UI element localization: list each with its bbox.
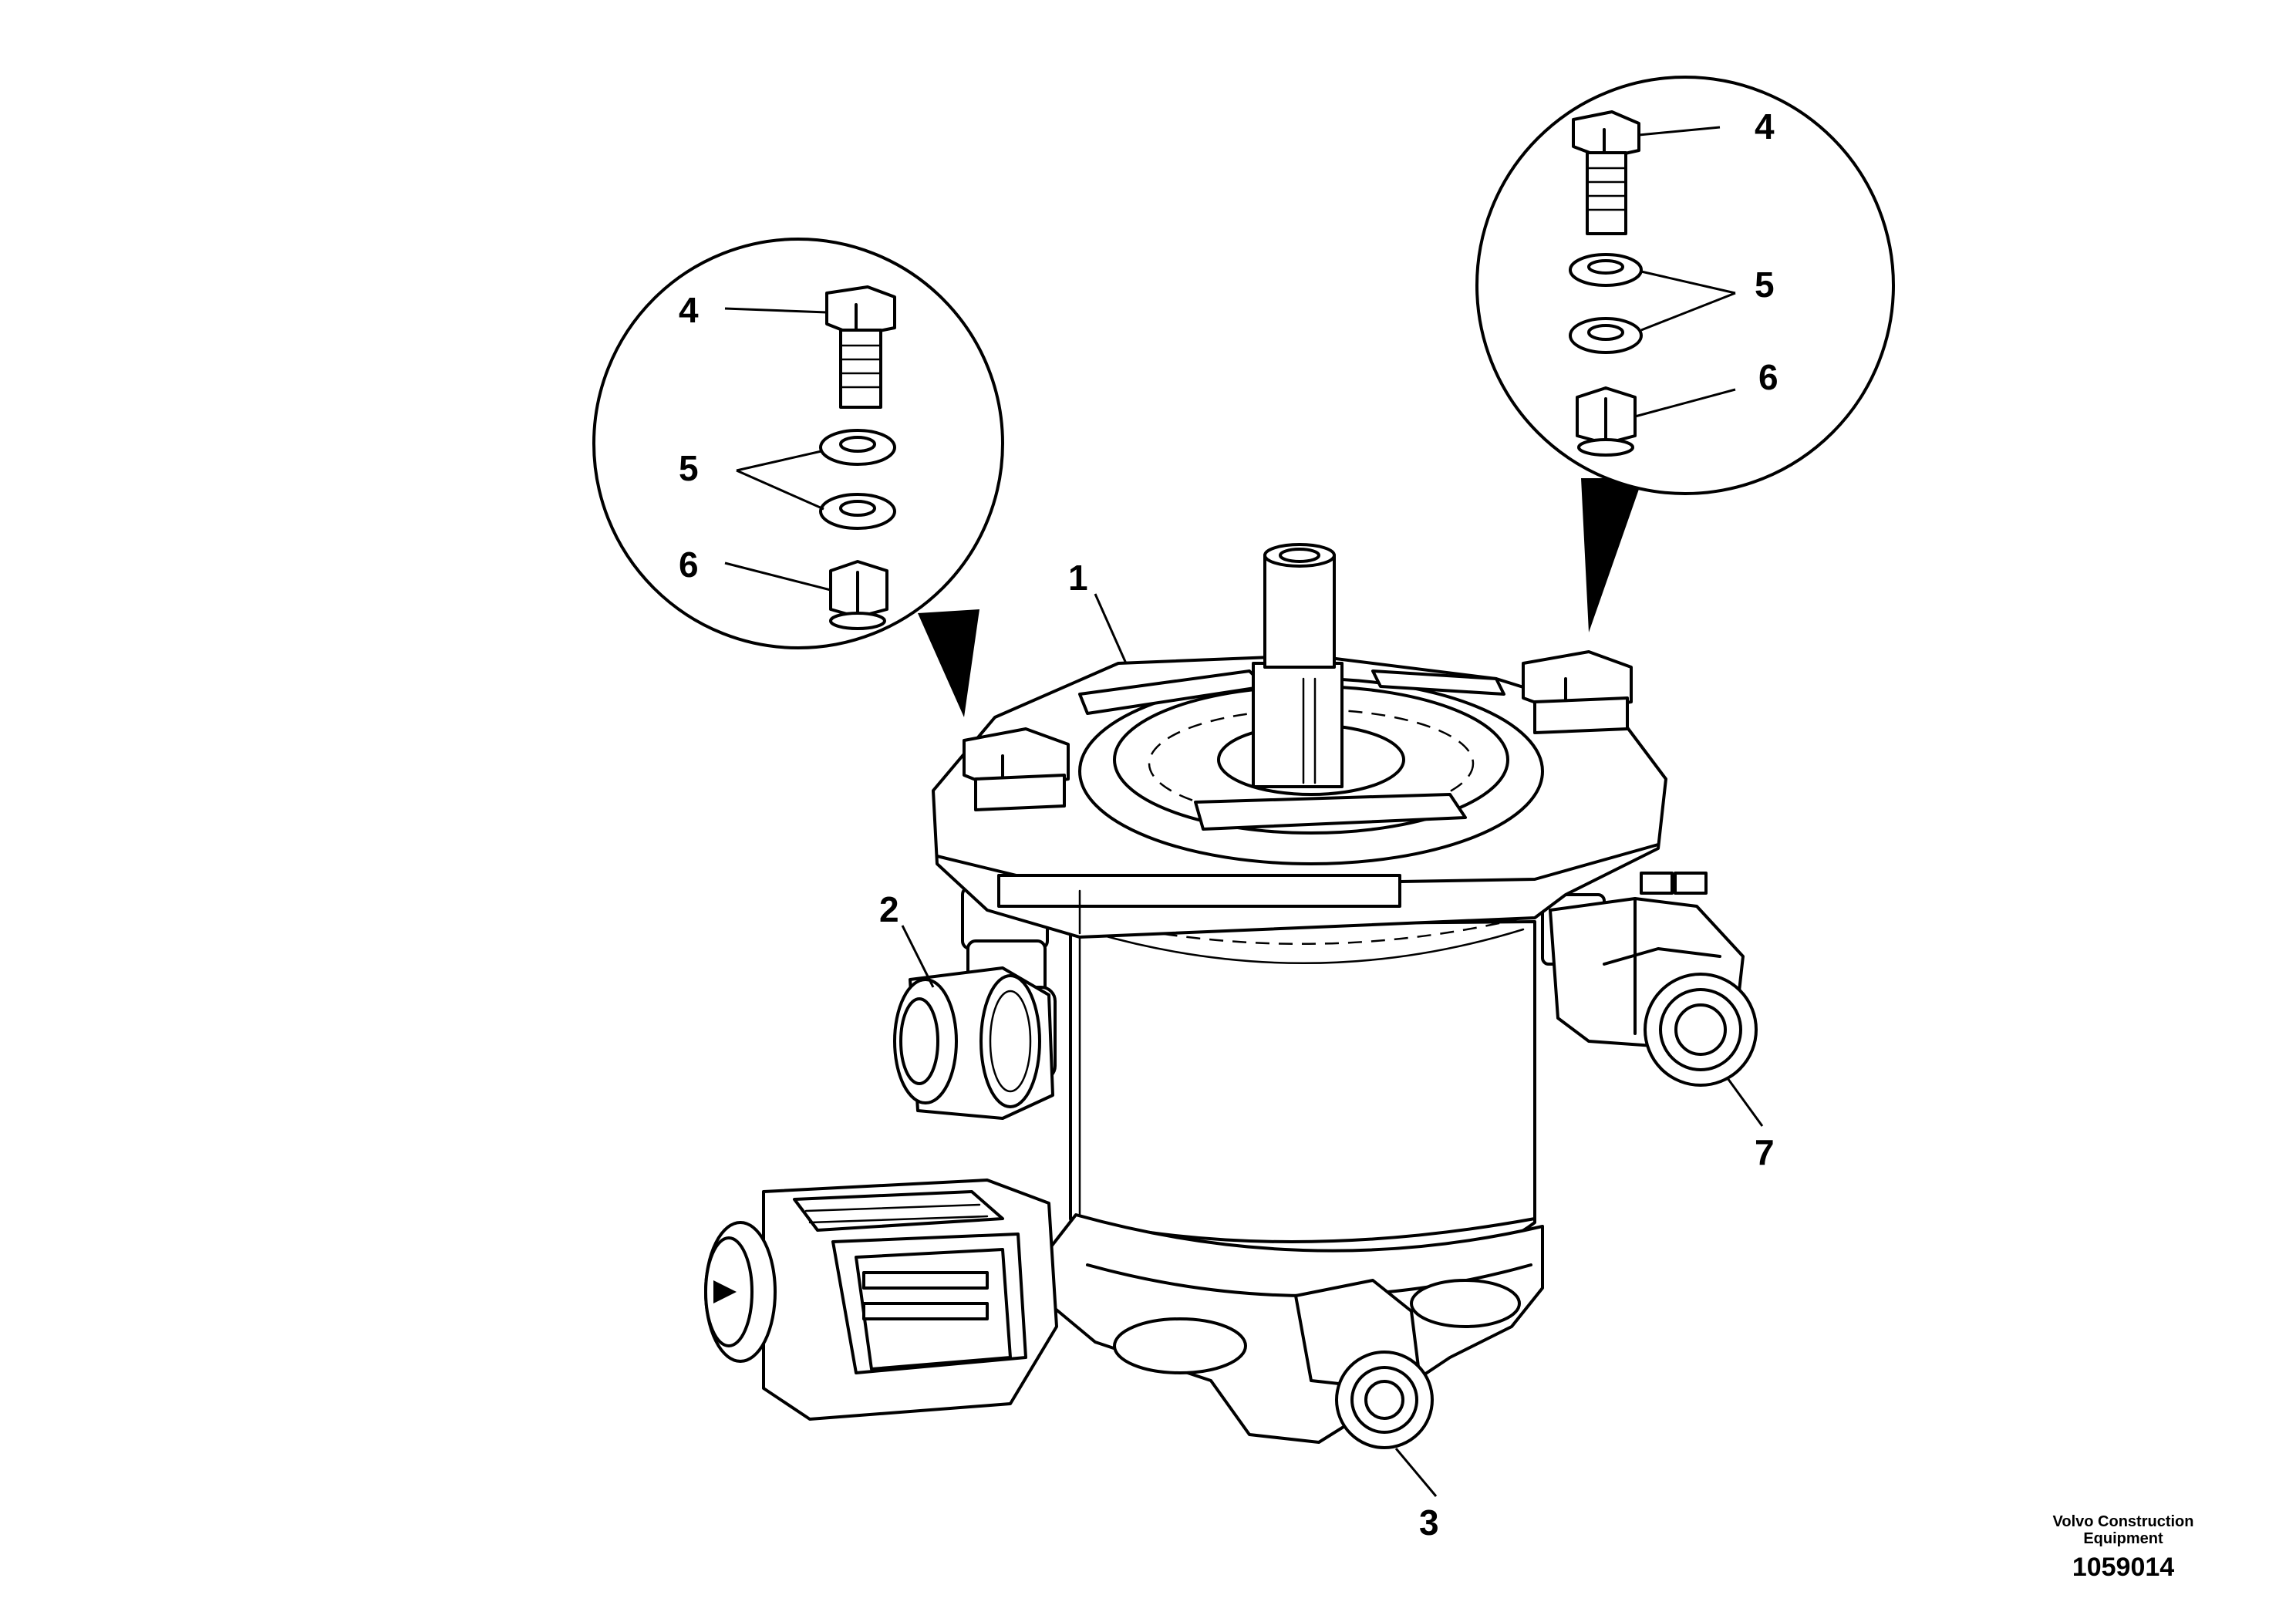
solenoid-valve [704,1179,1058,1421]
bolt-4-left [825,285,896,409]
callout-7: 7 [1755,1132,1775,1172]
callout-5-left: 5 [679,448,699,488]
side-fitting [893,966,1054,1120]
bottom-fitting [1294,1279,1434,1449]
bolt-4-right [1572,110,1640,235]
callout-6-left: 6 [679,545,699,585]
drive-shaft [1252,543,1344,788]
callout-2: 2 [879,889,899,929]
flange-bolt-left [963,727,1070,811]
washer-5b-right [1569,317,1643,354]
washer-5a-right [1569,253,1643,287]
drawing-footer: Volvo Construction Equipment 1059014 [2000,1513,2247,1583]
detail-circle-left [592,238,1004,717]
nut-6-right [1576,386,1637,457]
nut-6-left [829,560,888,630]
callout-4-right: 4 [1755,106,1775,147]
callout-leaders [901,593,1764,1497]
callout-6-right: 6 [1758,357,1778,397]
washer-5b-left [819,493,896,530]
flange-bolt-right [1522,650,1633,734]
detail-circle-right [1475,76,1895,632]
callout-1: 1 [1068,558,1088,598]
callout-3: 3 [1419,1502,1439,1543]
drawing-number: 1059014 [2072,1553,2175,1582]
company-name-line-1: Volvo Construction [2052,1513,2194,1530]
right-elbow-fitting [1541,872,1758,1087]
company-name-line-2: Equipment [2083,1530,2163,1547]
callout-labels: 1 2 3 4 5 6 4 5 6 7 [679,106,1778,1543]
hydraulic-pump-assembly [704,543,1758,1449]
callout-4-left: 4 [679,290,699,330]
callout-5-right: 5 [1755,265,1775,305]
washer-5a-left [819,429,896,466]
pump-body [1069,916,1536,1275]
pump-base [1047,1213,1544,1444]
